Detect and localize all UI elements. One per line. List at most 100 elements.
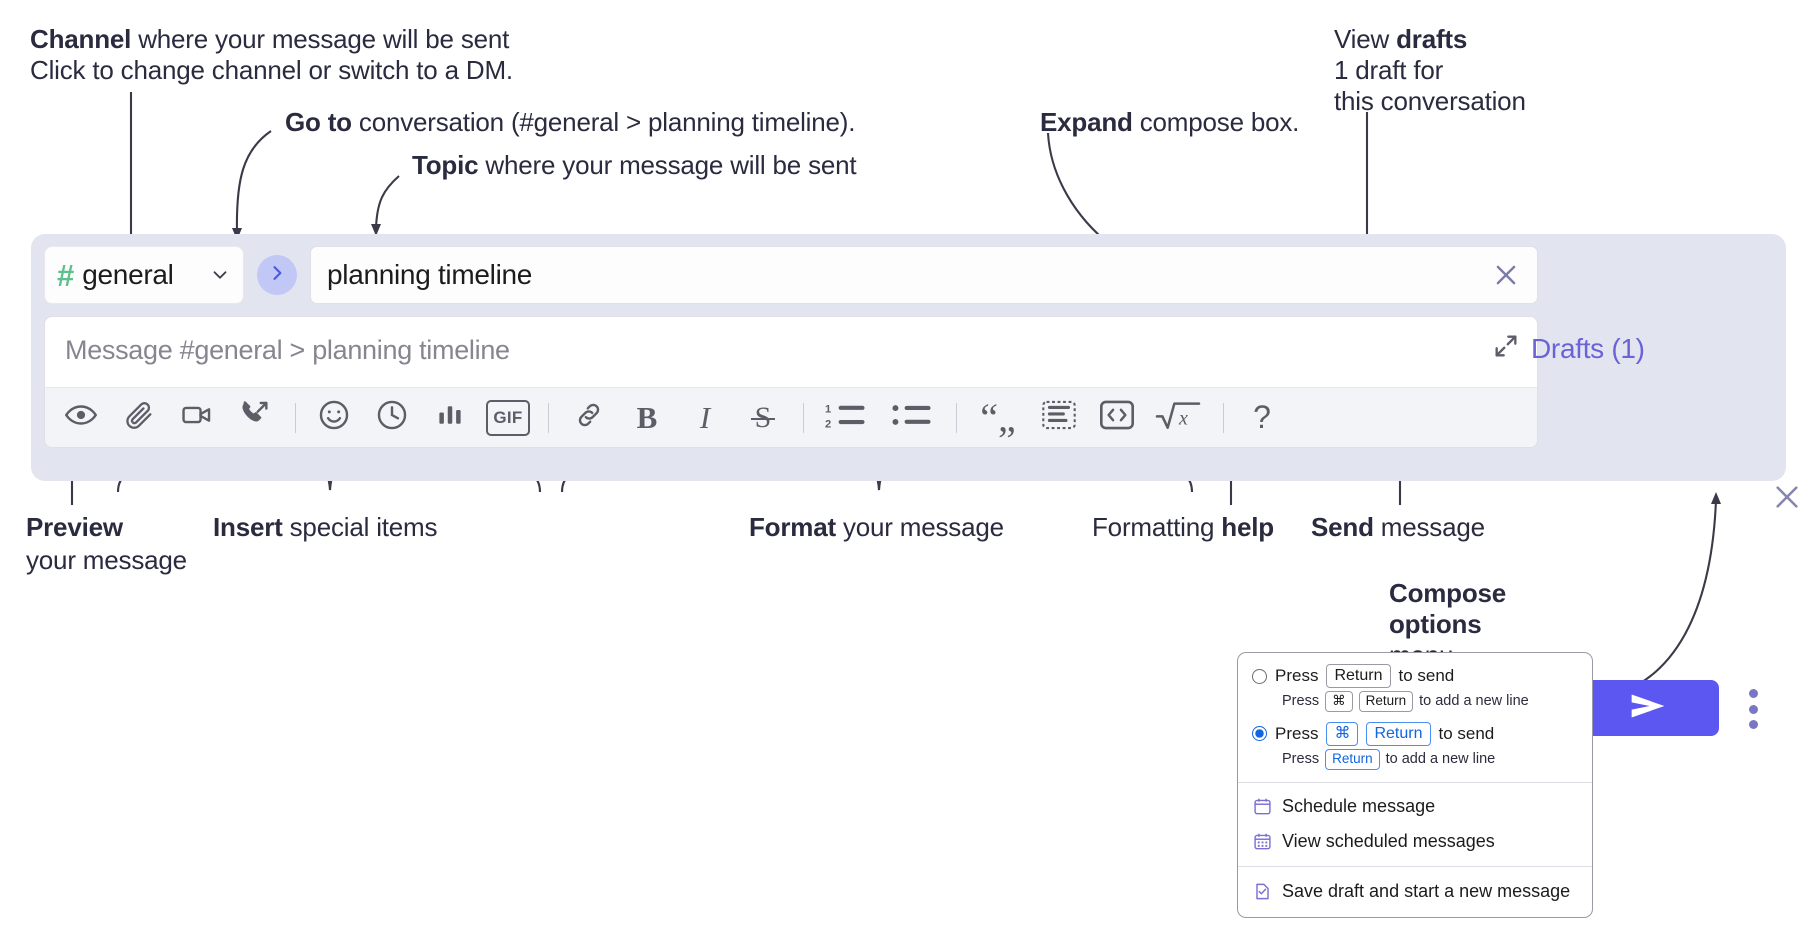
paperclip-icon [123,399,155,436]
separator-2 [548,402,549,433]
compose-options-button[interactable] [1739,689,1767,729]
annotation-drafts-sub1: 1 draft for [1334,55,1444,85]
strikethrough-icon: S [750,400,776,434]
bar-chart-icon [435,400,465,435]
chevron-right-icon [267,263,287,288]
option1-sub-tail: to add a new line [1419,693,1529,710]
annotation-channel: Channel where your message will be sent [30,24,509,56]
expand-icon[interactable] [1489,329,1523,363]
menu-group-schedule: Schedule message View scheduled messages [1238,783,1592,866]
bulleted-list-button[interactable] [886,396,938,440]
annotation-compose-options-l1: Compose [1389,578,1507,608]
separator-1 [295,402,296,433]
key-return-small: Return [1358,691,1414,712]
radio-return-to-send[interactable] [1252,668,1267,684]
svg-text:2: 2 [825,418,831,430]
strikethrough-button[interactable]: S [741,396,785,440]
goto-conversation-button[interactable] [257,255,297,295]
annotation-drafts-bold: drafts [1396,24,1468,54]
eye-icon [64,398,98,437]
video-clip-button[interactable] [175,396,219,440]
annotation-goto-rest: conversation (#general > planning timeli… [351,107,856,137]
option-cmd-return-to-send[interactable]: Press ⌘ Return to send [1252,721,1578,746]
option2-tail: to send [1438,723,1495,743]
video-camera-icon [180,398,214,437]
close-compose-button[interactable] [1769,479,1805,515]
radio-cmd-return-to-send[interactable] [1252,726,1267,742]
option-return-to-send[interactable]: Press Return to send [1252,664,1578,688]
annotation-preview-bold: Preview [26,512,123,542]
bold-button[interactable]: B [625,396,669,440]
blockquote-button[interactable]: “„ [973,396,1023,440]
channel-selector[interactable]: # general [44,246,244,304]
separator-4 [956,402,957,433]
option1-tail: to send [1398,666,1455,685]
calendar-grid-icon [1252,831,1272,851]
message-placeholder: Message #general > planning timeline [65,335,510,365]
annotation-expand-bold: Expand [1040,107,1133,137]
channel-row: # general planning timeline [44,246,1538,304]
gif-icon: GIF [486,399,530,436]
key-return-small-blue: Return [1325,748,1380,770]
link-icon [573,399,605,436]
preview-button[interactable] [59,396,103,440]
menu-item-label: View scheduled messages [1282,830,1495,851]
emoji-button[interactable] [312,396,356,440]
calendar-icon [1252,796,1272,816]
drafts-link[interactable]: Drafts (1) [1531,333,1645,364]
annotation-format-rest: your message [835,512,1004,542]
attach-button[interactable] [117,396,161,440]
close-icon[interactable] [1489,258,1523,292]
kebab-dot-2 [1748,704,1758,714]
key-command-blue: ⌘ [1326,721,1359,746]
menu-group-draft: Save draft and start a new message [1238,867,1592,917]
annotation-channel-rest: where your message will be sent [131,24,510,54]
option1-hint: Press ⌘ Return to add a new line [1282,691,1578,712]
separator-5 [1223,402,1224,433]
schedule-button[interactable] [370,396,414,440]
annotation-topic: Topic where your message will be sent [412,150,857,182]
option2-press: Press [1275,723,1319,743]
annotation-goto-bold: Go to [285,107,352,137]
bold-icon: B [636,399,658,435]
option1-sub-press: Press [1282,693,1320,710]
svg-text:x: x [1178,407,1188,429]
link-button[interactable] [567,396,611,440]
annotation-goto: Go to conversation (#general > planning … [285,107,855,139]
send-button[interactable] [1576,680,1719,736]
phone-arrow-icon [239,399,271,436]
latex-button[interactable]: x [1153,396,1205,440]
strikethrough-letter: S [754,400,772,434]
italic-button[interactable]: I [683,396,727,440]
code-button[interactable] [1095,396,1139,440]
chevron-down-icon [209,264,231,286]
annotation-topic-rest: where your message will be sent [478,150,857,180]
menu-divider-2 [1238,865,1592,867]
annotation-insert-bold: Insert [213,512,283,542]
question-mark-icon: ? [1253,399,1271,435]
option2-sub-press: Press [1282,751,1320,768]
menu-item-save-draft[interactable]: Save draft and start a new message [1238,874,1592,909]
annotation-format: Format your message [749,512,1004,544]
audio-clip-button[interactable] [233,396,277,440]
compose-options-menu: Press Return to send Press ⌘ Return to a… [1237,652,1593,918]
gif-button[interactable]: GIF [486,396,530,440]
menu-item-label: Save draft and start a new message [1282,880,1571,901]
code-block-button[interactable] [1037,396,1081,440]
topic-input[interactable]: planning timeline [310,246,1538,304]
poll-button[interactable] [428,396,472,440]
menu-item-view-scheduled-messages[interactable]: View scheduled messages [1238,824,1592,859]
annotation-topic-bold: Topic [412,150,479,180]
menu-item-schedule-message[interactable]: Schedule message [1238,789,1592,824]
send-preference-group: Press Return to send Press ⌘ Return to a… [1238,653,1592,782]
ordered-list-button[interactable]: 1 2 [820,396,872,440]
message-input[interactable]: Message #general > planning timeline [44,316,1538,448]
annotation-channel-bold: Channel [30,24,132,54]
formatting-help-button[interactable]: ? [1240,396,1284,440]
italic-icon: I [699,399,711,435]
svg-text:1: 1 [825,404,831,416]
document-check-icon [1252,881,1272,901]
annotation-expand: Expand compose box. [1040,107,1299,139]
square-root-x-icon: x [1155,399,1203,436]
annotation-send-rest: message [1373,512,1485,542]
